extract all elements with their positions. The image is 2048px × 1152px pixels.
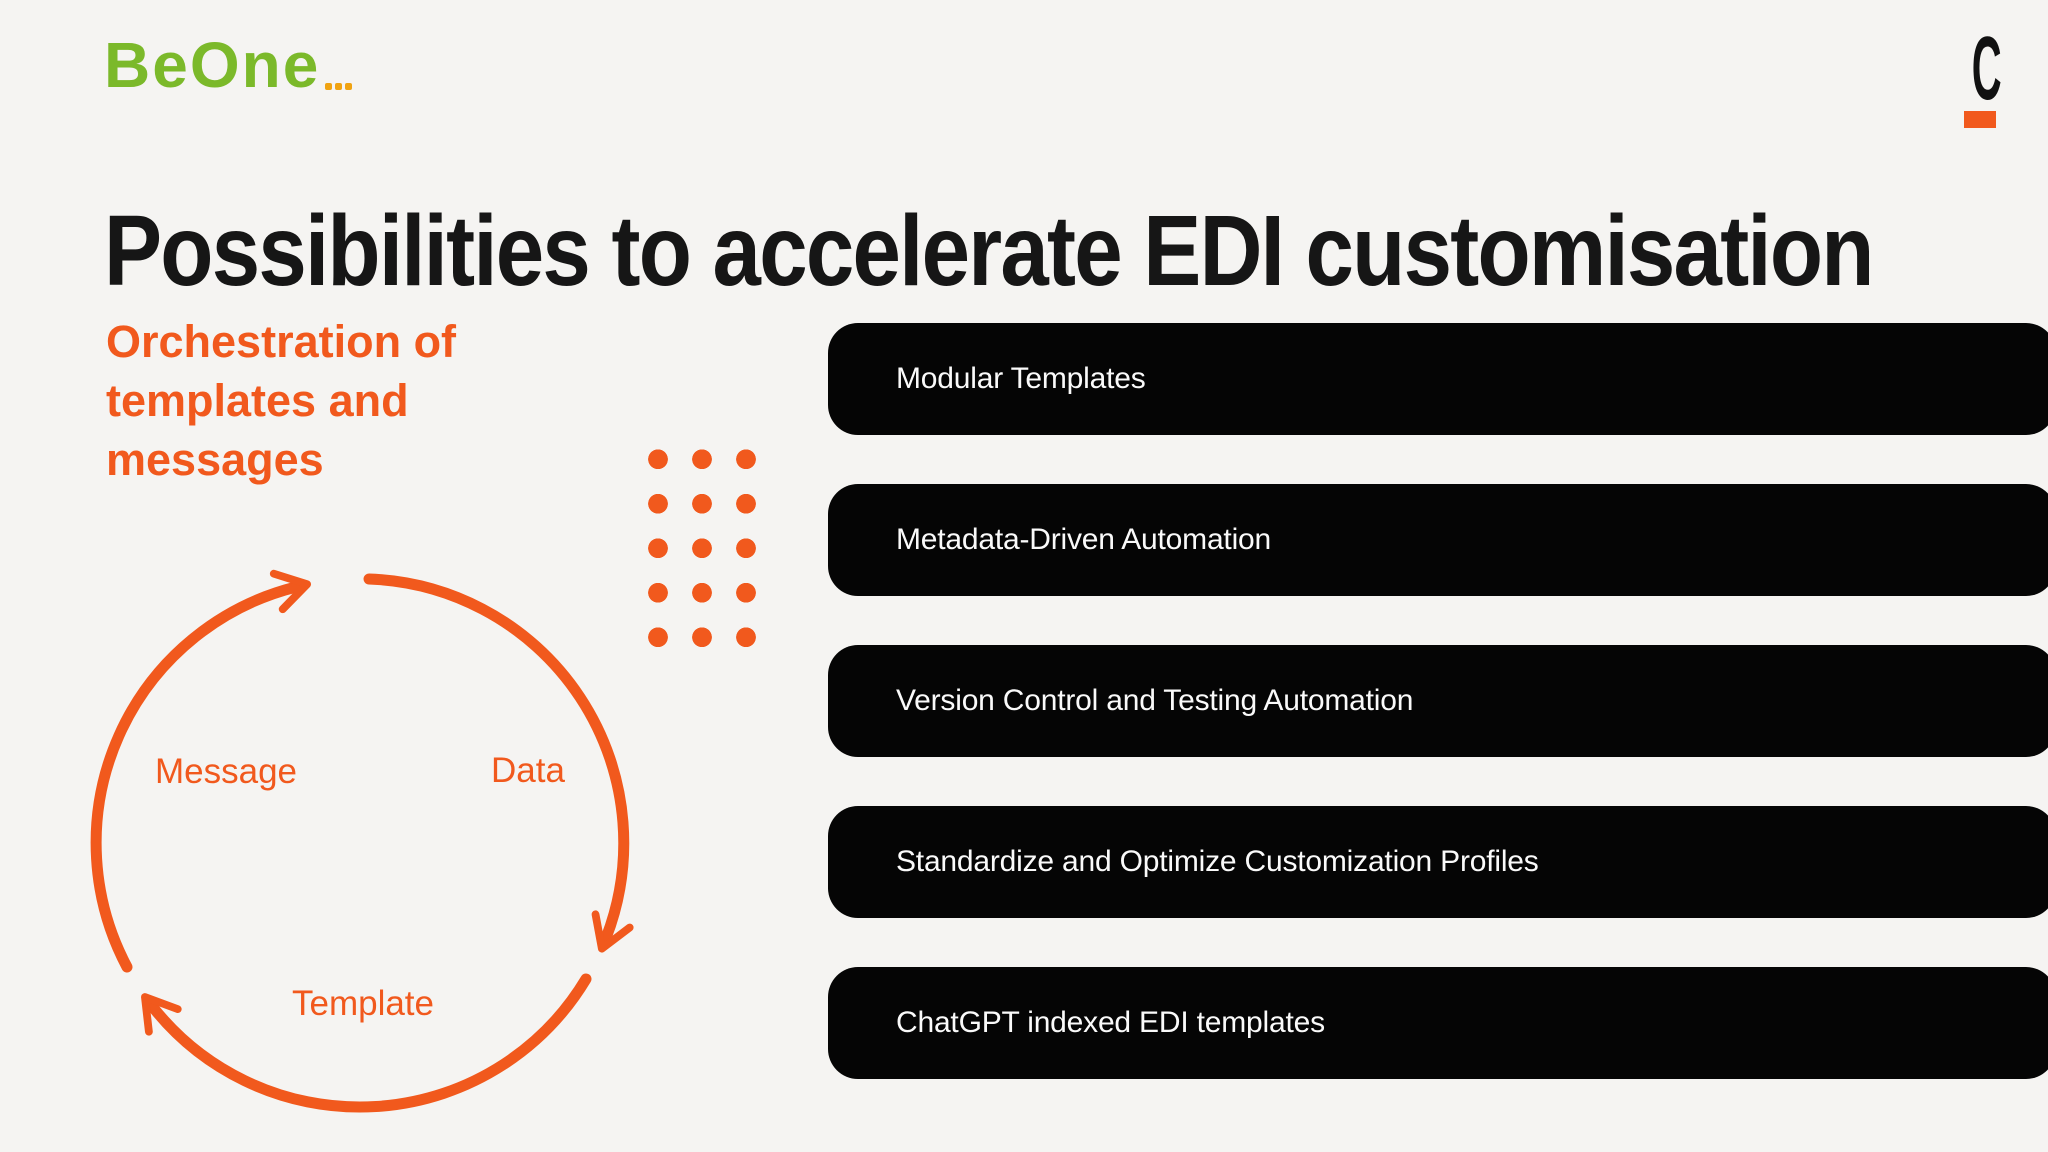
cycle-label-data: Data: [491, 751, 565, 790]
feature-bar: Standardize and Optimize Customization P…: [828, 806, 2048, 918]
feature-bar: Version Control and Testing Automation: [828, 645, 2048, 757]
page-title: Possibilities to accelerate EDI customis…: [104, 195, 1874, 307]
feature-bar: Modular Templates: [828, 323, 2048, 435]
section-heading-line: Orchestration of: [106, 316, 457, 367]
feature-list: Modular Templates Metadata-Driven Automa…: [828, 323, 2048, 1079]
feature-bar: Metadata-Driven Automation: [828, 484, 2048, 596]
feature-bar-label: ChatGPT indexed EDI templates: [896, 1006, 1325, 1039]
cycle-label-template: Template: [292, 984, 434, 1023]
dot-grid-decoration: [636, 437, 768, 660]
feature-bar-label: Metadata-Driven Automation: [896, 523, 1272, 556]
beone-logo-dot-icon: [325, 83, 333, 90]
c-logo-underline: [1964, 111, 1996, 128]
cycle-arc-bottom: [141, 973, 592, 1113]
beone-logo-text: BeOne: [104, 29, 321, 101]
c-logo: C: [1962, 0, 2002, 130]
feature-bar: ChatGPT indexed EDI templates: [828, 967, 2048, 1079]
cycle-arc-left: [90, 569, 312, 973]
beone-logo-dot-icon: [345, 83, 353, 90]
beone-logo-dot-icon: [335, 83, 343, 90]
section-heading-line: messages: [106, 434, 324, 485]
feature-bar-label: Standardize and Optimize Customization P…: [896, 845, 1539, 878]
feature-bar-label: Version Control and Testing Automation: [896, 684, 1414, 717]
beone-logo-dots-icon: [325, 83, 353, 90]
feature-bar-label: Modular Templates: [896, 362, 1146, 395]
section-heading: Orchestration of templates and messages: [106, 312, 456, 489]
section-heading-line: templates and: [106, 375, 409, 426]
cycle-label-message: Message: [155, 752, 297, 791]
beone-logo: BeOne: [104, 29, 353, 101]
cycle-arc-right: [363, 573, 634, 953]
